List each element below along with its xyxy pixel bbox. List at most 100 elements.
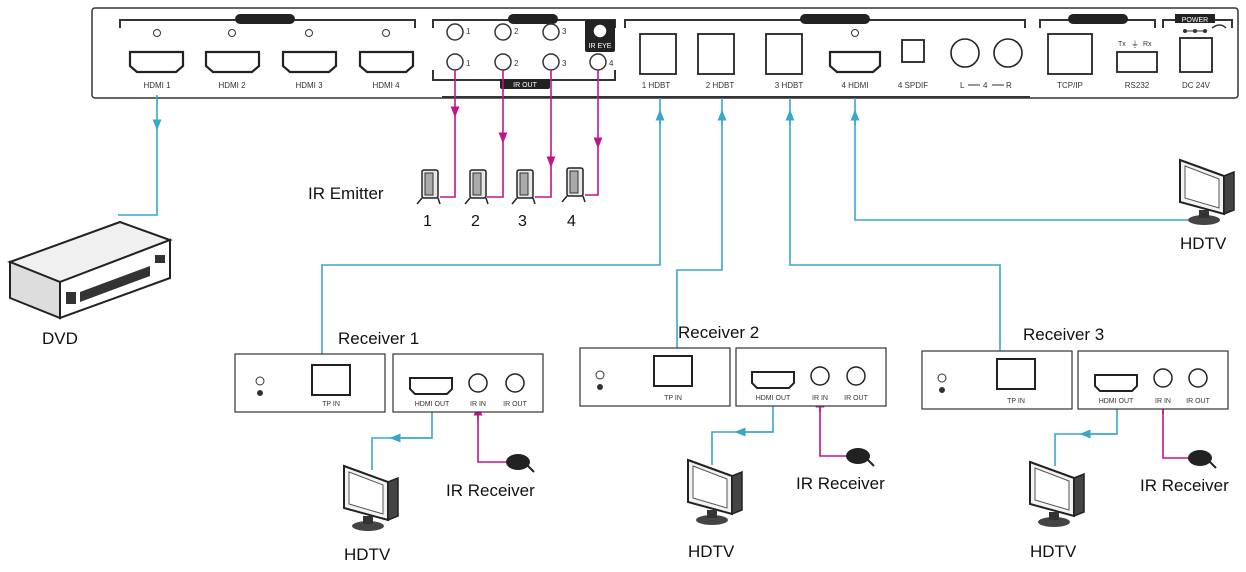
ir-emitter-1-number: 1 bbox=[423, 213, 432, 230]
dvd-player: DVD bbox=[7, 220, 173, 348]
receiver-2-hdtv-label: HDTV bbox=[688, 542, 735, 561]
ir-emitter-4-icon bbox=[561, 167, 586, 203]
tcpip-label: TCP/IP bbox=[1057, 81, 1083, 90]
receiver-3-ir-out-label: IR OUT bbox=[1186, 398, 1210, 405]
hdtv-icon bbox=[1179, 159, 1235, 226]
receiver-3-ir-out-jack-icon bbox=[1188, 368, 1208, 388]
receiver-2-hdmi-out-port-icon bbox=[751, 371, 795, 389]
receiver-1-tp-in-port-icon bbox=[311, 364, 351, 396]
hdtv-output-4: HDTV bbox=[1179, 159, 1235, 253]
receiver-1-hdmi-out-port-icon bbox=[409, 377, 453, 395]
receiver-1-hdmi-out-label: HDMI OUT bbox=[415, 401, 450, 408]
hdmi-cables bbox=[118, 95, 1188, 470]
ir-emitter-2-icon bbox=[464, 169, 489, 205]
ir-emitter-3-icon bbox=[511, 169, 536, 205]
audio-l-label: L bbox=[960, 81, 965, 90]
ir-emitters: IR Emitter 1 2 3 4 bbox=[308, 167, 586, 230]
audio-r-label: R bbox=[1006, 81, 1012, 90]
hdbt-3-port-icon bbox=[765, 33, 803, 75]
hdmi-1-port-icon bbox=[128, 50, 185, 74]
receiver-3-title: Receiver 3 bbox=[1023, 325, 1104, 344]
receiver-1-ir-receiver-label: IR Receiver bbox=[446, 481, 535, 500]
receiver-1-ir-out-label: IR OUT bbox=[503, 401, 527, 408]
receiver-3-hdmi-out-label: HDMI OUT bbox=[1099, 398, 1134, 405]
ir-out-4-label: 4 bbox=[609, 59, 614, 68]
receiver-2-ir-receiver-label: IR Receiver bbox=[796, 474, 885, 493]
control-ports: TCP/IP Tx ⏚ Rx RS232 DC 24V bbox=[1047, 29, 1213, 90]
hdbt-3-label: 3 HDBT bbox=[775, 81, 804, 90]
receiver-1-ir-in-jack-icon bbox=[468, 373, 488, 393]
ir-emitter-label: IR Emitter bbox=[308, 184, 384, 203]
receiver-1-tp-in-label: TP IN bbox=[322, 401, 340, 408]
hdmi-3-port-icon bbox=[281, 50, 338, 74]
receiver-2-ir-in-label: IR IN bbox=[812, 395, 828, 402]
receiver-3-tp-in-port-icon bbox=[996, 358, 1036, 390]
ir-in-1-label: 1 bbox=[466, 27, 471, 36]
ir-ports: 1 2 3 IR EYE 1 2 3 4 IR OUT bbox=[432, 20, 616, 89]
receiver-3: Receiver 3 TP IN HDMI OUT IR IN IR OUT H… bbox=[921, 325, 1229, 561]
ir-emitter-4-number: 4 bbox=[567, 213, 576, 230]
ir-in-3-label: 3 bbox=[562, 27, 567, 36]
hdtv-label: HDTV bbox=[1180, 234, 1227, 253]
audio-right-jack-icon bbox=[993, 38, 1023, 68]
spdif-port-icon bbox=[901, 39, 925, 63]
receiver-1-hdtv-icon bbox=[343, 465, 399, 532]
receiver-1-ir-out-jack-icon bbox=[505, 373, 525, 393]
hdbt-1-port-icon bbox=[639, 33, 677, 75]
ir-eye-label: IR EYE bbox=[589, 43, 612, 50]
receiver-2: Receiver 2 TP IN HDMI OUT IR IN IR OUT H… bbox=[579, 323, 887, 561]
output-ports: 1 HDBT 2 HDBT 3 HDBT 4 HDMI 4 SPDIF L 4 … bbox=[639, 29, 1023, 90]
receiver-3-hdtv-icon bbox=[1029, 461, 1085, 528]
receiver-3-tp-in-label: TP IN bbox=[1007, 398, 1025, 405]
receiver-3-ir-receiver-label: IR Receiver bbox=[1140, 476, 1229, 495]
receiver-3-ir-receiver-icon bbox=[1187, 449, 1217, 469]
receiver-2-ir-out-label: IR OUT bbox=[844, 395, 868, 402]
hdbt-2-label: 2 HDBT bbox=[706, 81, 735, 90]
ir-out-1-label: 1 bbox=[466, 59, 471, 68]
dc-label: DC 24V bbox=[1182, 81, 1211, 90]
receiver-2-tp-in-label: TP IN bbox=[664, 395, 682, 402]
rs232-port-icon bbox=[1116, 51, 1158, 73]
spdif-label: 4 SPDIF bbox=[898, 81, 928, 90]
receiver-2-ir-receiver-icon bbox=[845, 447, 875, 467]
ir-emitter-3-number: 3 bbox=[518, 213, 527, 230]
receiver-1-hdtv-label: HDTV bbox=[344, 545, 391, 564]
rs232-tx-label: Tx bbox=[1118, 41, 1126, 48]
hdmi-out-4-label: 4 HDMI bbox=[841, 81, 868, 90]
hdmi-3-label: HDMI 3 bbox=[295, 81, 323, 90]
hdmi-4-label: HDMI 4 bbox=[372, 81, 400, 90]
dc-power-port-icon bbox=[1179, 37, 1213, 73]
hdbt-1-label: 1 HDBT bbox=[642, 81, 671, 90]
receiver-1-ir-in-label: IR IN bbox=[470, 401, 486, 408]
matrix-rear-panel: POWER HDMI 1 HDMI 2 HDMI 3 HDMI 4 1 2 3 bbox=[91, 7, 1239, 99]
hdmi-2-port-icon bbox=[204, 50, 261, 74]
ir-in-2-label: 2 bbox=[514, 27, 519, 36]
hdmi-2-label: HDMI 2 bbox=[218, 81, 246, 90]
hdmi-1-label: HDMI 1 bbox=[143, 81, 171, 90]
ir-out-3-label: 3 bbox=[562, 59, 567, 68]
dvd-label: DVD bbox=[42, 329, 78, 348]
receiver-1-front-panel bbox=[234, 353, 386, 413]
receiver-2-ir-in-jack-icon bbox=[810, 366, 830, 386]
ir-emitter-1-icon bbox=[416, 169, 441, 205]
receiver-1-ir-receiver-icon bbox=[505, 453, 535, 473]
receiver-3-hdmi-out-port-icon bbox=[1094, 374, 1138, 392]
hdmi-out-4-port-icon bbox=[828, 50, 882, 74]
audio-left-jack-icon bbox=[950, 38, 980, 68]
ir-emitter-2-number: 2 bbox=[471, 213, 480, 230]
receiver-2-tp-in-port-icon bbox=[653, 355, 693, 387]
hdmi-4-port-icon bbox=[358, 50, 415, 74]
receiver-3-ir-in-label: IR IN bbox=[1155, 398, 1171, 405]
tcpip-port-icon bbox=[1047, 33, 1093, 75]
power-label: POWER bbox=[1182, 17, 1208, 24]
receiver-1-title: Receiver 1 bbox=[338, 329, 419, 348]
audio-num-label: 4 bbox=[983, 81, 988, 90]
receiver-3-ir-in-jack-icon bbox=[1153, 368, 1173, 388]
ir-out-group-label: IR OUT bbox=[513, 82, 537, 89]
receiver-2-hdtv-icon bbox=[687, 459, 743, 526]
rs232-label: RS232 bbox=[1125, 81, 1150, 90]
receiver-2-ir-out-jack-icon bbox=[846, 366, 866, 386]
receiver-3-hdtv-label: HDTV bbox=[1030, 542, 1077, 561]
